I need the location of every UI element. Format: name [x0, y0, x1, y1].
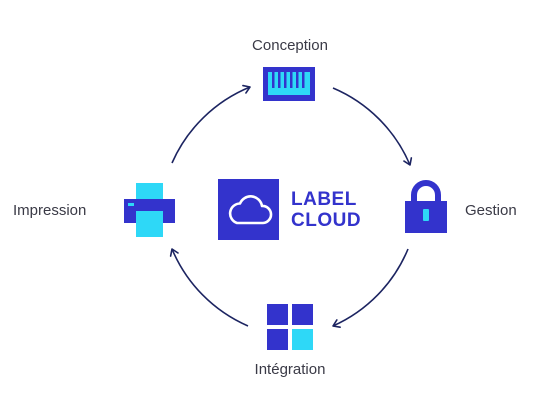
arrow-gestion-to-integration: [332, 248, 409, 329]
arrow-integration-to-impression: [169, 248, 249, 327]
integration-label: Intégration: [254, 361, 326, 378]
arrow-conception-to-gestion: [332, 87, 413, 166]
gestion-label: Gestion: [465, 202, 517, 219]
wordmark-line-1: LABEL: [291, 188, 357, 210]
impression-label: Impression: [13, 202, 87, 219]
windows-grid-icon: [267, 304, 313, 350]
wordmark-line-2: CLOUD: [291, 209, 362, 231]
conception-label: Conception: [252, 37, 328, 54]
cloud-icon: [228, 194, 272, 224]
printer-icon: [124, 183, 175, 237]
barcode-icon: [263, 67, 315, 101]
arrow-impression-to-conception: [171, 84, 251, 164]
label-cloud-logo: LABEL CLOUD: [218, 179, 361, 240]
cloud-logo-box: [218, 179, 279, 240]
label-cloud-wordmark: LABEL CLOUD: [291, 189, 361, 231]
padlock-icon: [405, 180, 447, 233]
